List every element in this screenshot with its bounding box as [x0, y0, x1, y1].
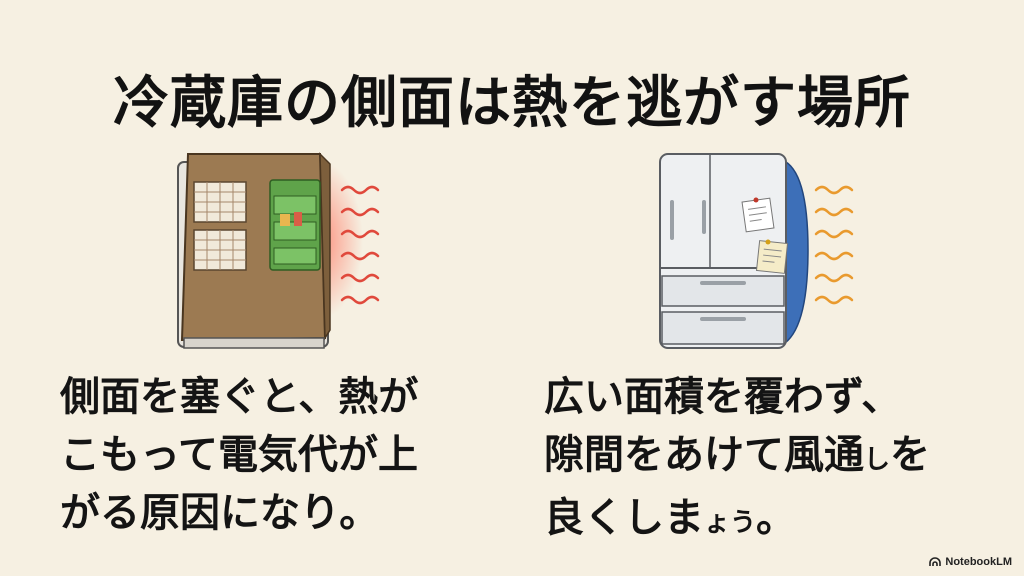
- ventilated-fridge-illustration: [659, 153, 854, 349]
- drawer: [661, 275, 785, 307]
- right-caption-text: 隙間をあけて風通: [544, 432, 864, 478]
- notebooklm-logo-icon: [929, 557, 942, 566]
- heat-wave-icon: [340, 185, 380, 305]
- covered-fridge-illustration: [177, 152, 380, 349]
- airflow-wave-icon: [814, 185, 854, 305]
- right-caption-text: を: [890, 432, 931, 478]
- pocket-organizer-icon: [269, 179, 321, 271]
- left-caption-line: がる原因になり。: [60, 490, 380, 536]
- calendar-sheet-icon: [193, 181, 247, 271]
- left-caption-line: こもって電気代が上: [60, 432, 418, 478]
- brand-name: NotebookLM: [945, 556, 1012, 568]
- right-caption-line: 広い面積を覆わず、: [544, 374, 902, 420]
- right-caption-line: 良くしまょう。: [544, 489, 930, 552]
- right-caption-line: 隙間をあけて風通しを: [544, 426, 930, 489]
- left-caption: 側面を塞ぐと、熱が こもって電気代が上 がる原因になり。: [60, 368, 418, 542]
- right-caption-text: 良くしま: [544, 495, 704, 541]
- memo-note-icon: [741, 197, 789, 274]
- drawer: [661, 311, 785, 345]
- slide-title: 冷蔵庫の側面は熱を逃がす場所: [113, 71, 911, 136]
- right-caption: 広い面積を覆わず、 隙間をあけて風通しを 良くしまょう。: [544, 368, 930, 552]
- door-handle: [702, 200, 706, 234]
- left-caption-line: 側面を塞ぐと、熱が: [60, 374, 419, 420]
- fridge-side-panel: [781, 158, 809, 347]
- right-caption-small-text: ょう: [704, 508, 757, 538]
- right-caption-text: 。: [756, 495, 797, 541]
- notebooklm-brand: NotebookLM: [929, 556, 1012, 568]
- right-caption-small-text: し: [864, 445, 891, 475]
